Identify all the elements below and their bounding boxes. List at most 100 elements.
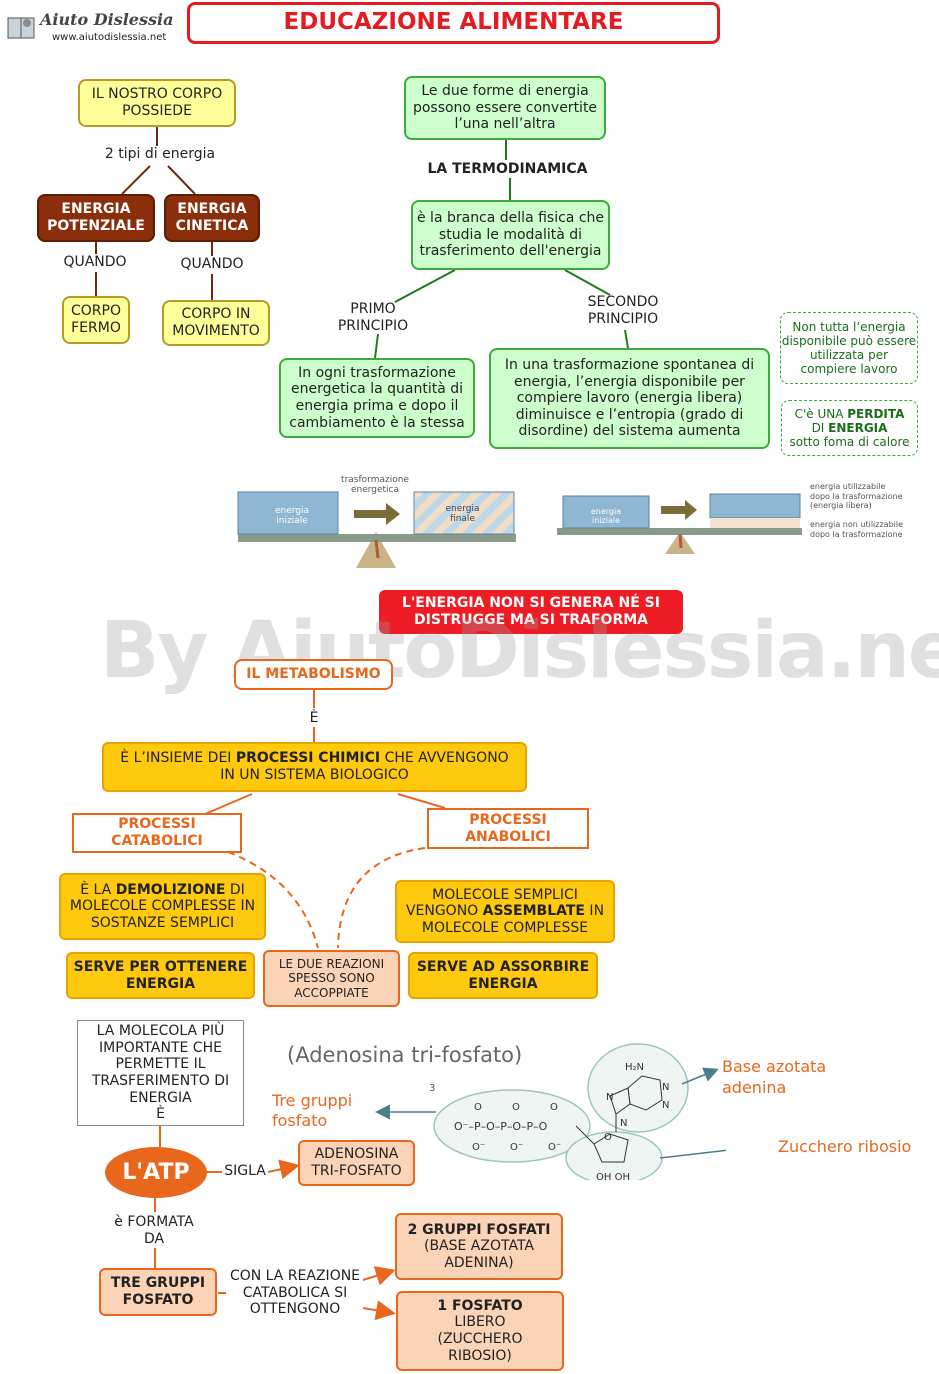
still-body-box: CORPO FERMO (62, 296, 130, 344)
three-phosphate-groups-box: TRE GRUPPI FOSFATO (99, 1268, 217, 1316)
first-principle-box: In ogni trasformazione energetica la qua… (279, 358, 475, 438)
coupled-reactions-box: LE DUE REAZIONI SPESSO SONO ACCOPPIATE (263, 950, 400, 1007)
thermodynamics-label: LA TERMODINAMICA (427, 161, 588, 177)
o-bottom-2: O⁻ (510, 1142, 523, 1153)
book-icon (7, 17, 35, 39)
atp-name: L'ATP (122, 1159, 190, 1185)
watermark: By AiutoDislessia.net (100, 606, 939, 696)
ana-bold: ASSEMBLATE (482, 903, 585, 920)
transform-label: trasformazione energetica (341, 475, 409, 496)
when-left-label: QUANDO (63, 254, 127, 270)
metabolism-definition-text: È L’INSIEME DEI PROCESSI CHIMICI CHE AVV… (112, 750, 517, 783)
anabolic-definition-text: MOLECOLE SEMPLICI VENGONO ASSEMBLATE IN … (401, 887, 609, 937)
metabolism-definition-box: È L’INSIEME DEI PROCESSI CHIMICI CHE AVV… (102, 742, 527, 792)
cat-bold: DEMOLIZIONE (115, 881, 226, 898)
o-top-3: O (550, 1102, 558, 1113)
two-phosphates-bold: 2 GRUPPI FOSFATI (407, 1221, 551, 1238)
logo-text: Aiuto Dislessia (40, 10, 174, 29)
unusable-energy-label: energia non utilizzabile dopo la trasfor… (810, 520, 904, 539)
ana-post: IN MOLECOLE COMPLESSE (421, 903, 605, 936)
atp-is-label: È (156, 1106, 165, 1123)
catabolic-purpose-box: SERVE PER OTTENERE ENERGIA (66, 952, 255, 999)
oh-label: OH OH (596, 1172, 630, 1180)
body-energy-box: IL NOSTRO CORPO POSSIEDE (78, 79, 236, 127)
one-phosphate-box: 1 FOSFATO LIBERO (ZUCCHERO RIBOSIO) (396, 1291, 564, 1371)
formed-by-label: è FORMATA DA (114, 1214, 194, 1247)
second-principle-box: In una trasformazione spontanea di energ… (489, 348, 770, 449)
atp-description-text: LA MOLECOLA PIÙ IMPORTANTE CHE PERMETTE … (91, 1023, 230, 1106)
balance-illustration-2 (557, 493, 802, 554)
atp-description-box: LA MOLECOLA PIÙ IMPORTANTE CHE PERMETTE … (77, 1020, 244, 1126)
kinetic-energy-box: ENERGIA CINETICA (164, 194, 260, 242)
logo-url: www.aiutodislessia.net (52, 32, 167, 43)
second-principle-label: SECONDO PRINCIPIO (587, 294, 659, 327)
thermo-definition-box: è la branca della fisica che studia le m… (411, 200, 610, 270)
energy-law-box: L'ENERGIA NON SI GENERA NÉ SI DISTRUGGE … (379, 590, 683, 634)
note-loss-pre: C'è UNA (794, 406, 848, 421)
anabolic-definition-box: MOLECOLE SEMPLICI VENGONO ASSEMBLATE IN … (395, 880, 615, 943)
energy-law-text: L'ENERGIA NON SI GENERA NÉ SI DISTRUGGE … (402, 595, 660, 628)
cat-pre: È LA (80, 881, 116, 898)
atp-ellipse: L'ATP (105, 1147, 207, 1198)
n-label-4: N (620, 1118, 627, 1129)
one-phosphate-text: LIBERO (ZUCCHERO RIBOSIO) (437, 1314, 523, 1364)
note-energy-loss-line1: C'è UNA PERDITA (795, 407, 905, 421)
note-usable-energy: Non tutta l’energia disponibile può esse… (780, 312, 918, 384)
note-energy-loss: C'è UNA PERDITA DI ENERGIA sotto foma di… (781, 400, 918, 456)
two-phosphates-box: 2 GRUPPI FOSFATI (BASE AZOTATA ADENINA) (395, 1213, 563, 1280)
one-phosphate-bold: 1 FOSFATO (437, 1297, 523, 1314)
metab-def-post: CHE AVVENGONO IN UN SISTEMA BIOLOGICO (220, 750, 509, 783)
when-right-label: QUANDO (180, 256, 244, 272)
note-loss-bold2: ENERGIA (828, 420, 888, 435)
sugar-caption: Zucchero ribosio (778, 1137, 912, 1156)
o-top-1: O (474, 1102, 482, 1113)
anabolic-processes-box: PROCESSI ANABOLICI (427, 808, 589, 849)
note-loss-post: sotto foma di calore (789, 435, 910, 450)
anabolic-purpose-box: SERVE AD ASSORBIRE ENERGIA (408, 952, 598, 999)
note-energy-loss-line2: DI ENERGIA (812, 421, 888, 435)
metab-def-bold: PROCESSI CHIMICI (235, 750, 381, 767)
catabolic-definition-box: È LA DEMOLIZIONE DI MOLECOLE COMPLESSE I… (59, 873, 266, 940)
o-bottom-3: O⁻ (548, 1142, 561, 1153)
structure-number: 3 (429, 1083, 436, 1094)
cat-post: DI MOLECOLE COMPLESSE IN SOSTANZE SEMPLI… (69, 881, 256, 931)
phosphate-chain-label: O⁻–P–O–P–O–P–O (454, 1120, 548, 1133)
two-types-label: 2 tipi di energia (104, 146, 216, 162)
phosphates-caption: Tre gruppi fosfato (272, 1091, 353, 1130)
logo[interactable]: Aiuto Dislessia www.aiutodislessia.net (6, 8, 173, 48)
ana-pre: MOLECOLE SEMPLICI VENGONO (405, 886, 578, 920)
o-top-2: O (512, 1102, 520, 1113)
note-loss-bold1: PERDITA (847, 406, 905, 421)
ring-o-label: O (604, 1132, 612, 1143)
n-label-1: N (662, 1082, 669, 1093)
structure-title: (Adenosina tri-fosfato) (287, 1043, 523, 1067)
final-energy-label: energia finale (445, 504, 480, 525)
catabolic-reaction-label: CON LA REAZIONE CATABOLICA SI OTTENGONO (229, 1268, 361, 1318)
usable-energy-label: energia utilizzabile dopo la trasformazi… (810, 482, 903, 511)
convertible-box: Le due forme di energia possono essere c… (404, 76, 606, 140)
atp-full-name-box: ADENOSINA TRI-FOSFATO (298, 1140, 415, 1186)
n-label-3: N (662, 1100, 669, 1111)
metabolism-is-label: È (309, 710, 319, 726)
page-title: EDUCAZIONE ALIMENTARE (187, 2, 720, 44)
sigla-label: SIGLA (224, 1163, 266, 1179)
page-title-text: EDUCAZIONE ALIMENTARE (283, 9, 624, 36)
initial-energy-label-2: energia iniziale (590, 507, 622, 526)
balance-illustration-1 (237, 491, 516, 568)
atp-molecule-drawing: H₂N N N N N O OH OH O⁻–P–O–P–O–P–O O O O… (375, 1043, 726, 1180)
initial-energy-label-1: energia iniziale (274, 506, 310, 527)
metabolism-title: IL METABOLISMO (234, 659, 393, 690)
potential-energy-box: ENERGIA POTENZIALE (37, 194, 155, 242)
note-loss-mid: DI (811, 420, 829, 435)
moving-body-box: CORPO IN MOVIMENTO (162, 300, 270, 346)
n-label-2: N (606, 1092, 613, 1103)
nh2-label: H₂N (625, 1062, 644, 1073)
catabolic-processes-box: PROCESSI CATABOLICI (72, 813, 242, 853)
base-caption: Base azotata adenina (722, 1057, 827, 1097)
catabolic-definition-text: È LA DEMOLIZIONE DI MOLECOLE COMPLESSE I… (65, 882, 260, 932)
first-principle-label: PRIMO PRINCIPIO (337, 301, 409, 334)
o-bottom-1: O⁻ (472, 1142, 485, 1153)
metab-def-pre: È L’INSIEME DEI (120, 750, 236, 767)
two-phosphates-text: (BASE AZOTATA ADENINA) (423, 1238, 534, 1271)
